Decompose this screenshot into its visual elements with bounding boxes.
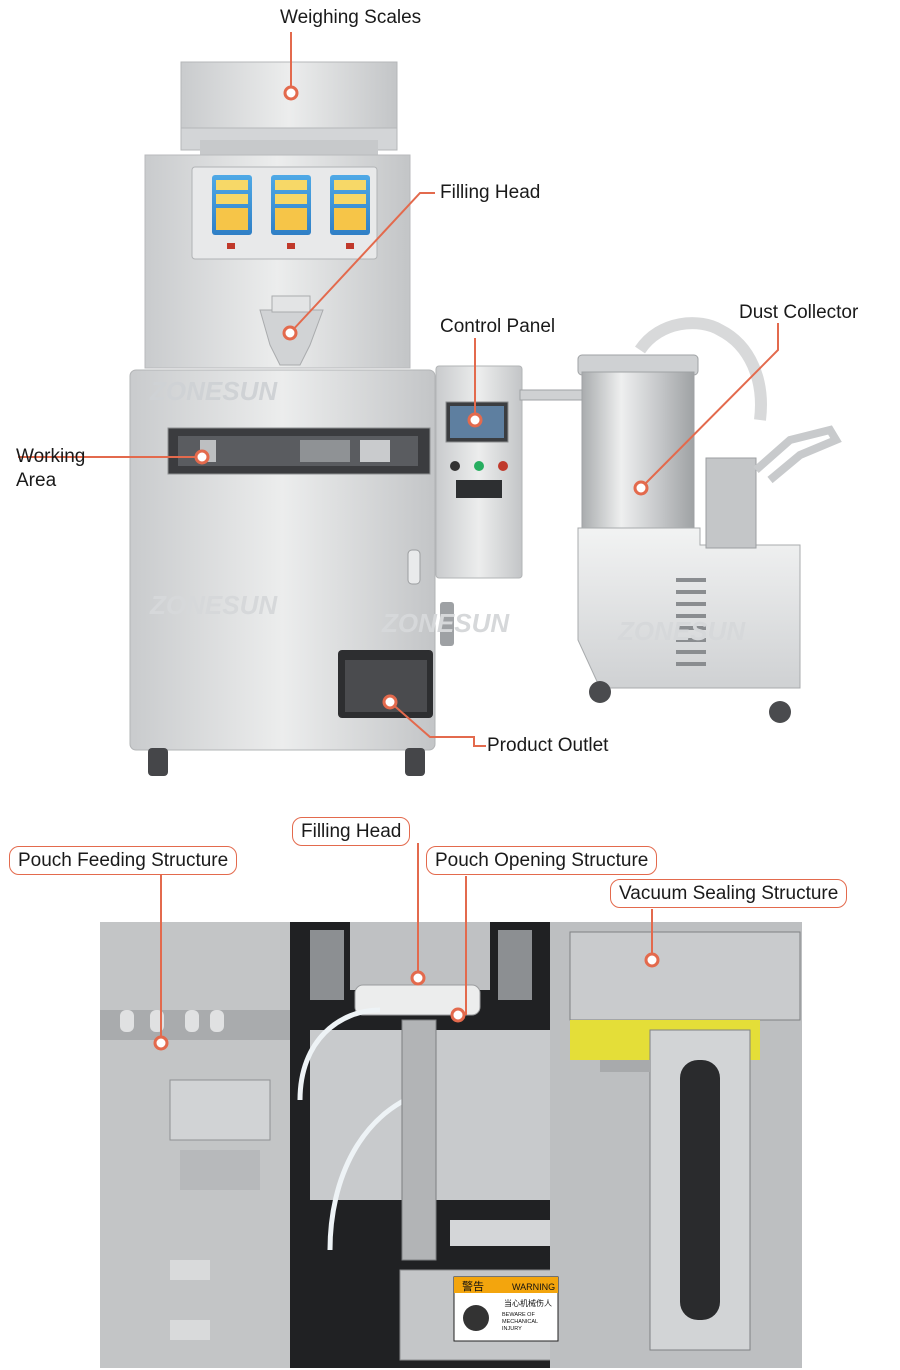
label-working-area-line2: Area	[16, 470, 57, 491]
warning-cn-text: 当心机械伤人	[504, 1298, 552, 1308]
watermark-3: ZONESUN	[381, 608, 510, 638]
scale-display-1	[212, 175, 252, 235]
weighing-scales-hopper	[180, 61, 398, 158]
label-filling-head-bottom: Filling Head	[292, 817, 411, 846]
warning-sign: 警告 WARNING 当心机械伤人 BEWARE OF MECHANICAL I…	[453, 1276, 559, 1342]
lower-cabinet	[129, 369, 436, 776]
label-filling-head-top: Filling Head	[440, 182, 541, 203]
callout-dots	[153, 85, 660, 1051]
watermark-4: ZONESUN	[617, 616, 746, 646]
warning-en-title: WARNING	[512, 1282, 555, 1292]
label-dust-collector: Dust Collector	[739, 302, 859, 323]
control-panel-box	[435, 365, 523, 646]
label-working-area-line1: Working	[16, 446, 86, 467]
watermark-2: ZONESUN	[149, 590, 278, 620]
upper-body	[144, 154, 411, 369]
label-weighing-scales: Weighing Scales	[280, 7, 422, 28]
label-pouch-feeding-structure: Pouch Feeding Structure	[9, 846, 238, 875]
leader-lines	[18, 32, 779, 1043]
label-product-outlet: Product Outlet	[487, 735, 609, 756]
dust-collector	[519, 317, 842, 723]
label-control-panel: Control Panel	[440, 316, 556, 337]
label-pouch-opening-structure: Pouch Opening Structure	[426, 846, 658, 875]
vent-slots	[676, 578, 706, 666]
warning-en-text: BEWARE OF MECHANICAL INJURY	[502, 1312, 538, 1332]
scale-display-2	[271, 175, 311, 235]
warning-cn-title: 警告	[462, 1279, 484, 1293]
scale-display-3	[330, 175, 370, 235]
watermark-1: ZONESUN	[149, 376, 278, 406]
label-vacuum-sealing-structure: Vacuum Sealing Structure	[610, 879, 848, 908]
interior-photo: 警告 WARNING 当心机械伤人 BEWARE OF MECHANICAL I…	[100, 922, 802, 1368]
